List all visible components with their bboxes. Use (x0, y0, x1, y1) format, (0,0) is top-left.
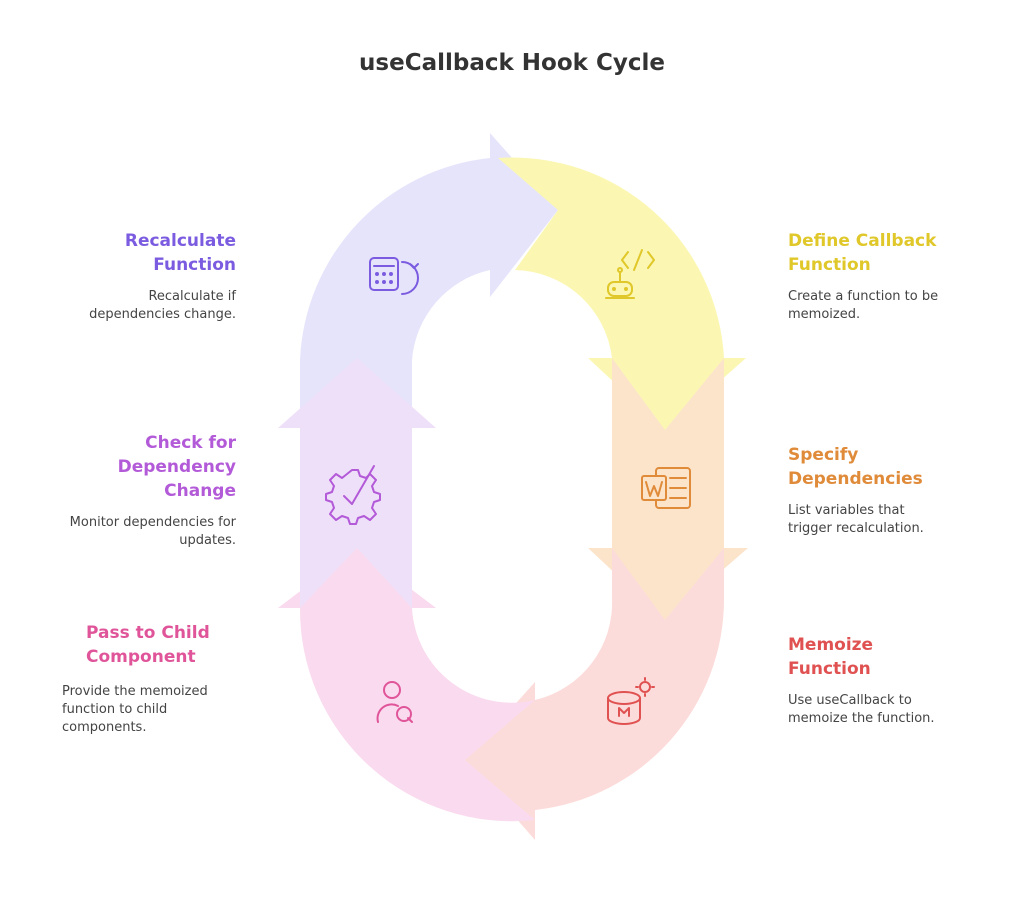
gear-check-icon (325, 465, 381, 525)
arrow-recalculate (300, 133, 558, 410)
step-title-memoize: Memoize Function (788, 635, 874, 679)
word-document-icon (641, 467, 691, 509)
database-memo-icon (607, 677, 655, 725)
calculator-refresh-icon (369, 257, 419, 295)
user-child-icon (376, 681, 413, 723)
step-title-define: Define Callback Function (788, 231, 937, 275)
step-title-specify: Specify Dependencies (788, 445, 923, 489)
step-desc-recalculate: Recalculate if dependencies change. (89, 289, 236, 322)
code-robot-icon (605, 249, 655, 299)
step-desc-specify: List variables that trigger recalculatio… (788, 503, 924, 536)
step-title-pass: Pass to Child Component (86, 623, 210, 667)
step-desc-pass: Provide the memoized function to child c… (62, 684, 208, 735)
step-title-check: Check for Dependency Change (117, 433, 236, 501)
step-desc-check: Monitor dependencies for updates. (69, 515, 236, 548)
arrow-memoize (465, 548, 725, 840)
arrow-pass (278, 548, 535, 822)
arrow-specify (588, 358, 748, 620)
step-desc-memoize: Use useCallback to memoize the function. (788, 693, 935, 726)
step-desc-define: Create a function to be memoized. (788, 289, 939, 322)
arrow-define (498, 157, 746, 430)
diagram-title: useCallback Hook Cycle (359, 50, 665, 76)
step-title-recalculate: Recalculate Function (124, 231, 236, 275)
arrow-check (278, 358, 436, 608)
